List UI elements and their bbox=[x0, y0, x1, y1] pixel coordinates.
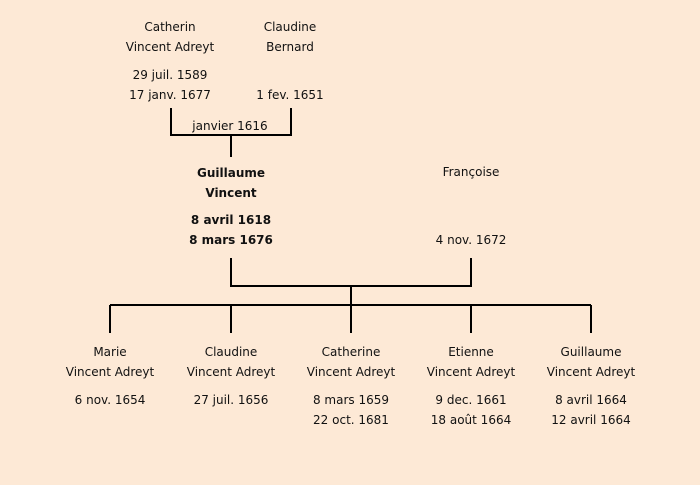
mother-death: 1 fev. 1651 bbox=[256, 88, 324, 102]
child-given: Guillaume bbox=[560, 345, 622, 359]
father-surname: Vincent Adreyt bbox=[125, 40, 215, 54]
subject-death: 8 mars 1676 bbox=[189, 233, 273, 247]
child-given: Catherine bbox=[321, 345, 381, 359]
father-birth: 29 juil. 1589 bbox=[132, 68, 208, 82]
children-connector bbox=[109, 304, 592, 333]
mother-surname: Bernard bbox=[266, 40, 314, 54]
subject-birth: 8 avril 1618 bbox=[190, 213, 272, 227]
child-surname: Vincent Adreyt bbox=[546, 365, 636, 379]
parents-connector bbox=[170, 108, 292, 157]
child-death: 12 avril 1664 bbox=[551, 413, 631, 427]
spouse-death: 4 nov. 1672 bbox=[435, 233, 507, 247]
child-given: Marie bbox=[93, 345, 127, 359]
child-given: Claudine bbox=[204, 345, 258, 359]
couple-connector bbox=[230, 258, 472, 305]
child-birth: 9 dec. 1661 bbox=[435, 393, 507, 407]
child-given: Etienne bbox=[448, 345, 494, 359]
child-birth: 6 nov. 1654 bbox=[74, 393, 146, 407]
father-death: 17 janv. 1677 bbox=[129, 88, 211, 102]
child-death: 22 oct. 1681 bbox=[313, 413, 389, 427]
subject-surname: Vincent bbox=[205, 186, 257, 200]
child-surname: Vincent Adreyt bbox=[186, 365, 276, 379]
mother-given-name: Claudine bbox=[263, 20, 317, 34]
child-surname: Vincent Adreyt bbox=[306, 365, 396, 379]
child-death: 18 août 1664 bbox=[430, 413, 512, 427]
father-given-name: Catherin bbox=[144, 20, 196, 34]
subject-given-name: Guillaume bbox=[196, 166, 266, 180]
child-birth: 8 avril 1664 bbox=[555, 393, 627, 407]
child-birth: 27 juil. 1656 bbox=[193, 393, 269, 407]
child-surname: Vincent Adreyt bbox=[65, 365, 155, 379]
child-surname: Vincent Adreyt bbox=[426, 365, 516, 379]
spouse-given-name: Françoise bbox=[442, 165, 500, 179]
parents-marriage-date: janvier 1616 bbox=[192, 119, 268, 133]
child-birth: 8 mars 1659 bbox=[312, 393, 390, 407]
